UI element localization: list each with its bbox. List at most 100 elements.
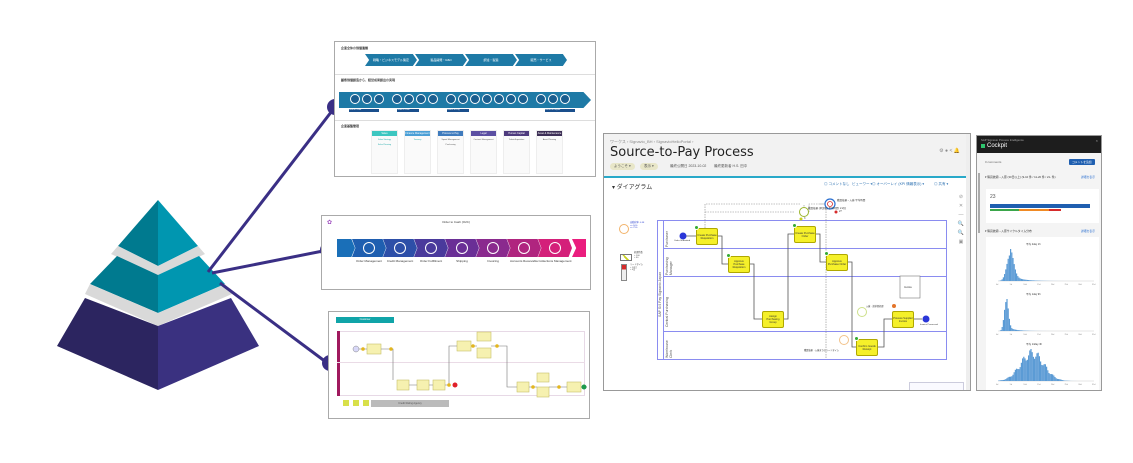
- task-approve-purchase-order[interactable]: Approve Purchase Order: [826, 254, 848, 271]
- bpmn-task: [366, 343, 382, 355]
- zoom-out-icon[interactable]: 🔍: [957, 230, 965, 236]
- histogram-bar: [1031, 280, 1033, 281]
- histogram-bar: [1006, 263, 1008, 281]
- process-step-icon: [470, 94, 480, 104]
- metric1-title[interactable]: ▾ 購買依頼→入庫 (30日以上) (9-10 件 / 11-20 件 / 21…: [985, 175, 1056, 179]
- histogram-bar: [1014, 329, 1016, 331]
- comments-count: 0 comments: [985, 160, 1002, 164]
- histogram-tick: 15d: [1037, 384, 1040, 386]
- o2c-step-chevron[interactable]: [476, 239, 510, 257]
- legend-swatch: [353, 400, 359, 406]
- close-icon[interactable]: ✕: [958, 203, 964, 209]
- legend-text: <= 50%: [630, 224, 638, 227]
- histogram-bar: [1006, 299, 1008, 331]
- diagram-section-title[interactable]: ▾ ダイアグラム: [612, 185, 653, 191]
- task-assign-purchasing-group[interactable]: Assign Purchasing Group: [762, 311, 784, 328]
- goods-receipt-annotation: 購買依頼→入庫までのリードタイム: [804, 350, 839, 352]
- histogram-tick: 5d: [1010, 334, 1012, 336]
- histogram-bar: [1018, 330, 1020, 331]
- process-step-icon: [482, 94, 492, 104]
- histogram-bar: [1061, 379, 1063, 381]
- close-icon[interactable]: ×: [1095, 138, 1098, 143]
- histogram-tick: 15d: [1037, 334, 1040, 336]
- start-event-icon[interactable]: [679, 232, 687, 240]
- card-item: Talent Acquisition: [508, 139, 525, 141]
- window-scrollbar[interactable]: [966, 134, 970, 390]
- histogram-bar: [1005, 269, 1007, 281]
- add-comment-button[interactable]: コメントを追加: [1069, 159, 1095, 165]
- process-step-icon: [536, 94, 546, 104]
- task-create-purchase-order[interactable]: Create Purchase Order: [794, 226, 816, 243]
- o2c-step-chevron[interactable]: [352, 239, 386, 257]
- histogram-bar: [1056, 378, 1058, 381]
- card-item: Purchasing: [445, 144, 456, 146]
- card-item: Treasury: [413, 139, 422, 141]
- lane-warehouse-clerk: [663, 331, 947, 360]
- comments-toggle[interactable]: ◎ コメントなし: [824, 182, 850, 186]
- o2c-step-chevron[interactable]: [507, 239, 541, 257]
- o2c-step-label: Shipping: [456, 259, 468, 263]
- o2c-step-chevron[interactable]: [445, 239, 479, 257]
- histogram-bar: [1011, 376, 1013, 381]
- share-icon[interactable]: <: [949, 148, 953, 154]
- bpmn-task: [456, 340, 472, 352]
- end-event-icon[interactable]: [922, 315, 930, 323]
- zoom-in-icon[interactable]: 🔍: [957, 221, 965, 227]
- filter-chip[interactable]: ようこそ ▾: [610, 163, 635, 170]
- histogram-bar: [1050, 374, 1052, 381]
- kpi-count: 3: [804, 217, 806, 220]
- minus-icon[interactable]: —: [958, 212, 964, 218]
- metric2-detail-link[interactable]: 詳細を表示: [1081, 229, 1095, 233]
- task-create-purchase-requisition[interactable]: Create Purchase Requisition: [696, 228, 718, 245]
- histogram-bar: [1031, 352, 1033, 381]
- minimap[interactable]: [909, 382, 964, 390]
- divider: [335, 74, 595, 75]
- star-icon[interactable]: ●: [945, 148, 949, 154]
- kpi-annotation: 購買依頼 (承認後) 平均時間: 2.2日: [808, 207, 846, 210]
- minimap-icon[interactable]: ▣: [958, 239, 964, 245]
- settings-icon[interactable]: ⚙: [939, 148, 944, 154]
- task-confirm-goods-receipt[interactable]: Confirm Goods Receipt: [856, 339, 878, 356]
- gateway-icon: [495, 344, 499, 348]
- o2c-step-label: Order Management: [355, 259, 382, 263]
- top-chevron-row: 戦略・ビジネスモデル策定 製品開発・R&D 調達・製造 販売・サービス: [365, 54, 567, 66]
- histogram-label: 平均 2day 1h: [1026, 242, 1041, 246]
- cockpit-scrollbar[interactable]: [978, 173, 980, 233]
- card-item: Sales Strategy: [377, 139, 391, 141]
- document-label: Invoice: [904, 286, 912, 289]
- overlay-dropdown[interactable]: ◎ オーバーレイ (KPI 情報表示) ▾: [872, 182, 925, 186]
- share-dropdown[interactable]: ◎ 共有 ▾: [934, 182, 949, 186]
- bpmn-thumbnail[interactable]: Customer Credit Ratin: [328, 311, 590, 419]
- fit-icon[interactable]: ⊘: [958, 194, 964, 200]
- metric2-title[interactable]: ▾ 購買依頼→入庫サイクルタイム分布: [985, 229, 1032, 233]
- gauge-kpi-icon[interactable]: [824, 198, 836, 210]
- divider: [335, 120, 595, 121]
- histogram-bar: [1041, 364, 1043, 381]
- window-header: ワークス › Signavio_BH › SignavioHelloPortal…: [604, 134, 970, 178]
- o2c-step-chevron[interactable]: [414, 239, 448, 257]
- legend-kpi-1: 自動化率: 0.38 <= 50% <= 75%: [630, 222, 644, 230]
- filter-chip[interactable]: 表示 ▾: [640, 163, 658, 170]
- metric1-detail-link[interactable]: 詳細を表示: [1081, 175, 1095, 179]
- viewer-dropdown[interactable]: ビューワー ▾: [852, 182, 873, 186]
- breadcrumb[interactable]: ワークス › Signavio_BH › SignavioHelloPortal…: [610, 139, 694, 144]
- task-process-supplier-invoice[interactable]: Process Supplier Invoice: [892, 311, 914, 328]
- histogram-bar: [1012, 257, 1014, 281]
- histogram-bar: [1042, 365, 1044, 381]
- process-step-icon: [518, 94, 528, 104]
- value-chain-thumbnail[interactable]: 企業全体の価値連鎖 戦略・ビジネスモデル策定 製品開発・R&D 調達・製造 販売…: [334, 41, 596, 177]
- cockpit-body: 0 comments コメントを追加 ▾ 購買依頼→入庫 (30日以上) (9-…: [977, 153, 1101, 390]
- card-title: Finance Management: [405, 131, 430, 136]
- task-approve-purchase-requisition[interactable]: Approve Purchase Requisition: [728, 256, 750, 273]
- notifications-icon[interactable]: 🔔: [953, 148, 960, 154]
- histogram-bar: [1007, 258, 1009, 281]
- legend-kpi-3: リードタイム > 10日 > 5日: [630, 264, 643, 272]
- o2c-step-chevron[interactable]: [383, 239, 417, 257]
- timer-kpi-icon[interactable]: [799, 207, 809, 217]
- histogram-bar: [1004, 309, 1006, 331]
- card-title: Sales: [372, 131, 397, 136]
- o2c-step-chevron[interactable]: [538, 239, 572, 257]
- histogram-bar: [1049, 374, 1051, 381]
- cockpit-subtitle: SAP Signavio Process Intelligence: [981, 138, 1024, 142]
